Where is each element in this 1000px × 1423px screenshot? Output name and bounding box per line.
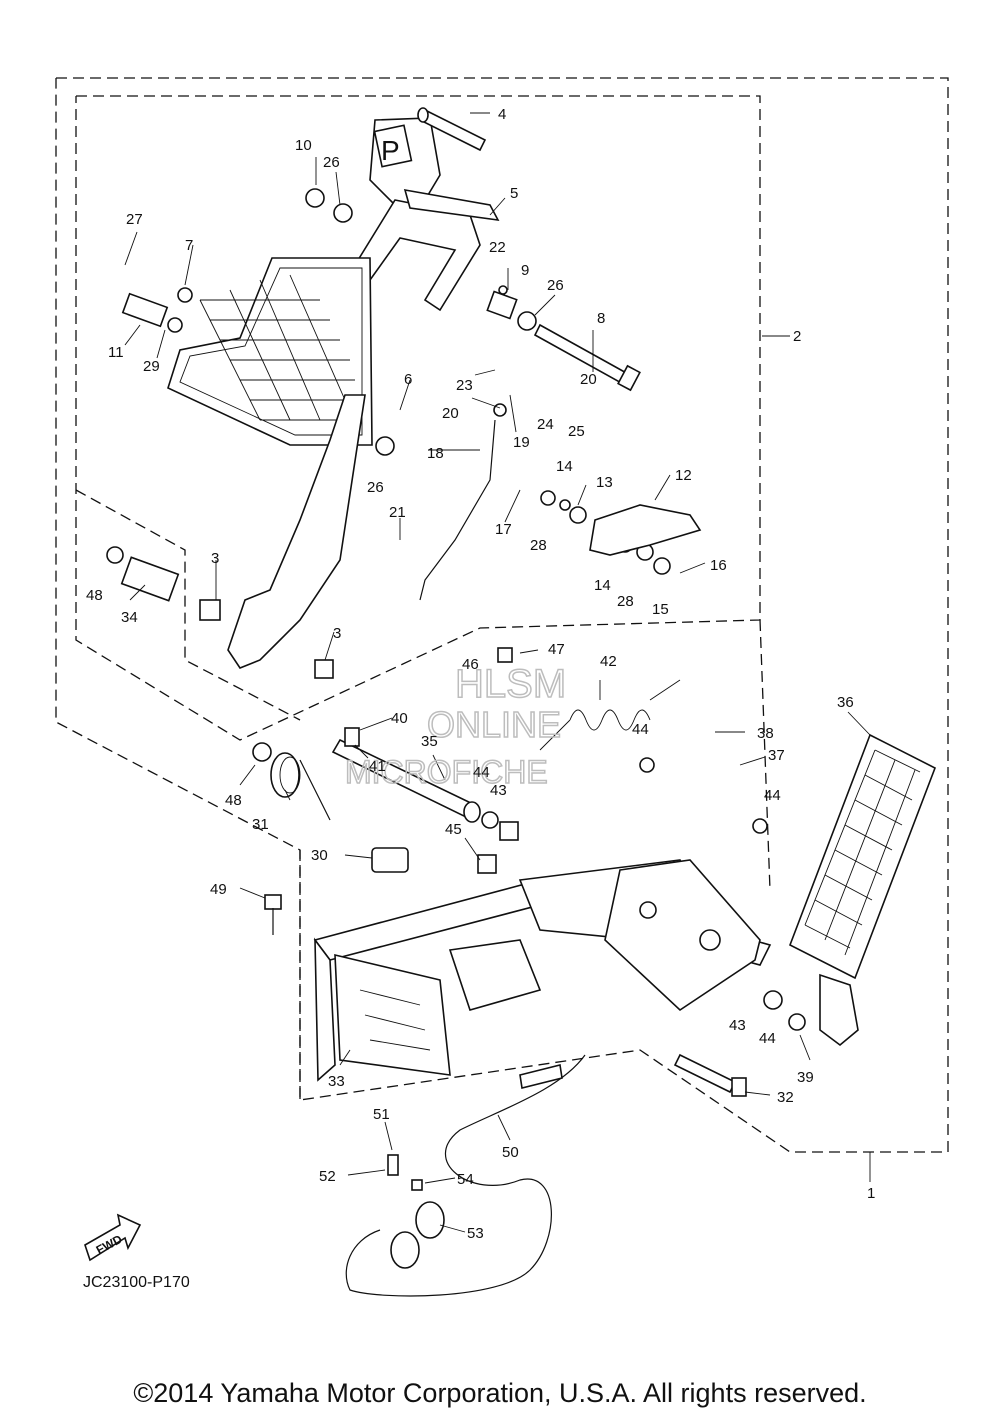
callout: 14 bbox=[594, 577, 611, 594]
callout: 10 bbox=[295, 137, 312, 154]
callout: 47 bbox=[548, 641, 565, 658]
callout: 6 bbox=[404, 371, 412, 388]
callout: 35 bbox=[421, 733, 438, 750]
callout: 11 bbox=[108, 344, 124, 361]
watermark-line-1: HLSM bbox=[455, 662, 566, 706]
callout: 41 bbox=[369, 758, 386, 775]
shaft-35 bbox=[331, 738, 481, 823]
brake-pedal bbox=[167, 257, 373, 669]
callout: 22 bbox=[489, 239, 506, 256]
callout: 12 bbox=[675, 467, 692, 484]
callout: 23 bbox=[456, 377, 473, 394]
spring-42 bbox=[539, 679, 681, 751]
callout: 28 bbox=[617, 593, 634, 610]
callout: 29 bbox=[143, 358, 160, 375]
callout: 52 bbox=[319, 1168, 336, 1185]
callout: 43 bbox=[490, 782, 507, 799]
callout: 38 bbox=[757, 725, 774, 742]
callout: 44 bbox=[473, 764, 490, 781]
callout: 4 bbox=[498, 106, 506, 123]
callout: 3 bbox=[333, 625, 341, 642]
fwd-arrow-icon: FWD bbox=[84, 1213, 142, 1262]
callout: 44 bbox=[759, 1030, 776, 1047]
diagram-code: JC23100-P170 bbox=[83, 1274, 190, 1291]
callout: 27 bbox=[126, 211, 143, 228]
bolts bbox=[264, 647, 747, 1191]
bolt-8 bbox=[533, 323, 641, 392]
assembly-2-boundary bbox=[75, 95, 761, 741]
callout: 18 bbox=[427, 445, 444, 462]
watermark: HLSM ONLINE MICROFICHE bbox=[344, 661, 567, 791]
accelerator-pedal bbox=[788, 733, 937, 1047]
callout: 36 bbox=[837, 694, 854, 711]
cable-50 bbox=[345, 1054, 586, 1297]
spring-53 bbox=[390, 1201, 445, 1269]
callout: 51 bbox=[373, 1106, 390, 1123]
callout: 42 bbox=[600, 653, 617, 670]
callout: 39 bbox=[797, 1069, 814, 1086]
callout: 15 bbox=[652, 601, 669, 618]
callout: 44 bbox=[632, 721, 649, 738]
callout: 2 bbox=[793, 328, 801, 345]
assembly-1-boundary bbox=[55, 77, 949, 1153]
watermark-line-3: MICROFICHE bbox=[345, 754, 548, 790]
callout: 26 bbox=[547, 277, 564, 294]
callout: 48 bbox=[86, 587, 103, 604]
callout: 40 bbox=[391, 710, 408, 727]
callout: 1 bbox=[867, 1185, 875, 1202]
watermark-line-2: ONLINE bbox=[427, 704, 561, 745]
callout: 32 bbox=[777, 1089, 794, 1106]
callout: 44 bbox=[764, 787, 781, 804]
callout: 28 bbox=[530, 537, 547, 554]
callout: 26 bbox=[367, 479, 384, 496]
pin-4 bbox=[417, 107, 487, 152]
rod-18 bbox=[419, 419, 496, 601]
parking-pedal-letter: P bbox=[381, 135, 400, 166]
callout: 21 bbox=[389, 504, 406, 521]
callout: 3 bbox=[211, 550, 219, 567]
callout: 53 bbox=[467, 1225, 484, 1242]
callout: 48 bbox=[225, 792, 242, 809]
spring-31 bbox=[270, 752, 331, 821]
lever-12 bbox=[589, 504, 702, 556]
callout-labels: 1 2 3 3 4 5 6 7 8 9 10 11 12 13 14 14 15… bbox=[86, 106, 875, 1242]
callout: 25 bbox=[568, 423, 585, 440]
callout: 31 bbox=[252, 816, 269, 833]
callout: 20 bbox=[442, 405, 459, 422]
callout: 50 bbox=[502, 1144, 519, 1161]
callout: 45 bbox=[445, 821, 462, 838]
callout: 26 bbox=[323, 154, 340, 171]
callout: 5 bbox=[510, 185, 518, 202]
callout: 34 bbox=[121, 609, 138, 626]
callout: 49 bbox=[210, 881, 227, 898]
base-bracket bbox=[313, 859, 772, 1082]
callout: 30 bbox=[311, 847, 328, 864]
callout: 7 bbox=[185, 237, 193, 254]
callout: 37 bbox=[768, 747, 785, 764]
callout: 16 bbox=[710, 557, 727, 574]
leader-lines bbox=[124, 112, 871, 1233]
bracket-30 bbox=[371, 847, 409, 873]
callout: 20 bbox=[580, 371, 597, 388]
callout: 13 bbox=[596, 474, 613, 491]
callout: 17 bbox=[495, 521, 512, 538]
callout: 43 bbox=[729, 1017, 746, 1034]
callout: 19 bbox=[513, 434, 530, 451]
callout: 46 bbox=[462, 656, 479, 673]
callout: 33 bbox=[328, 1073, 345, 1090]
callout: 8 bbox=[597, 310, 605, 327]
callout: 24 bbox=[537, 416, 554, 433]
callout: 54 bbox=[457, 1171, 474, 1188]
copyright-notice: ©2014 Yamaha Motor Corporation, U.S.A. A… bbox=[133, 1378, 867, 1408]
callout: 14 bbox=[556, 458, 573, 475]
washers bbox=[106, 188, 806, 1031]
callout: 9 bbox=[521, 262, 529, 279]
